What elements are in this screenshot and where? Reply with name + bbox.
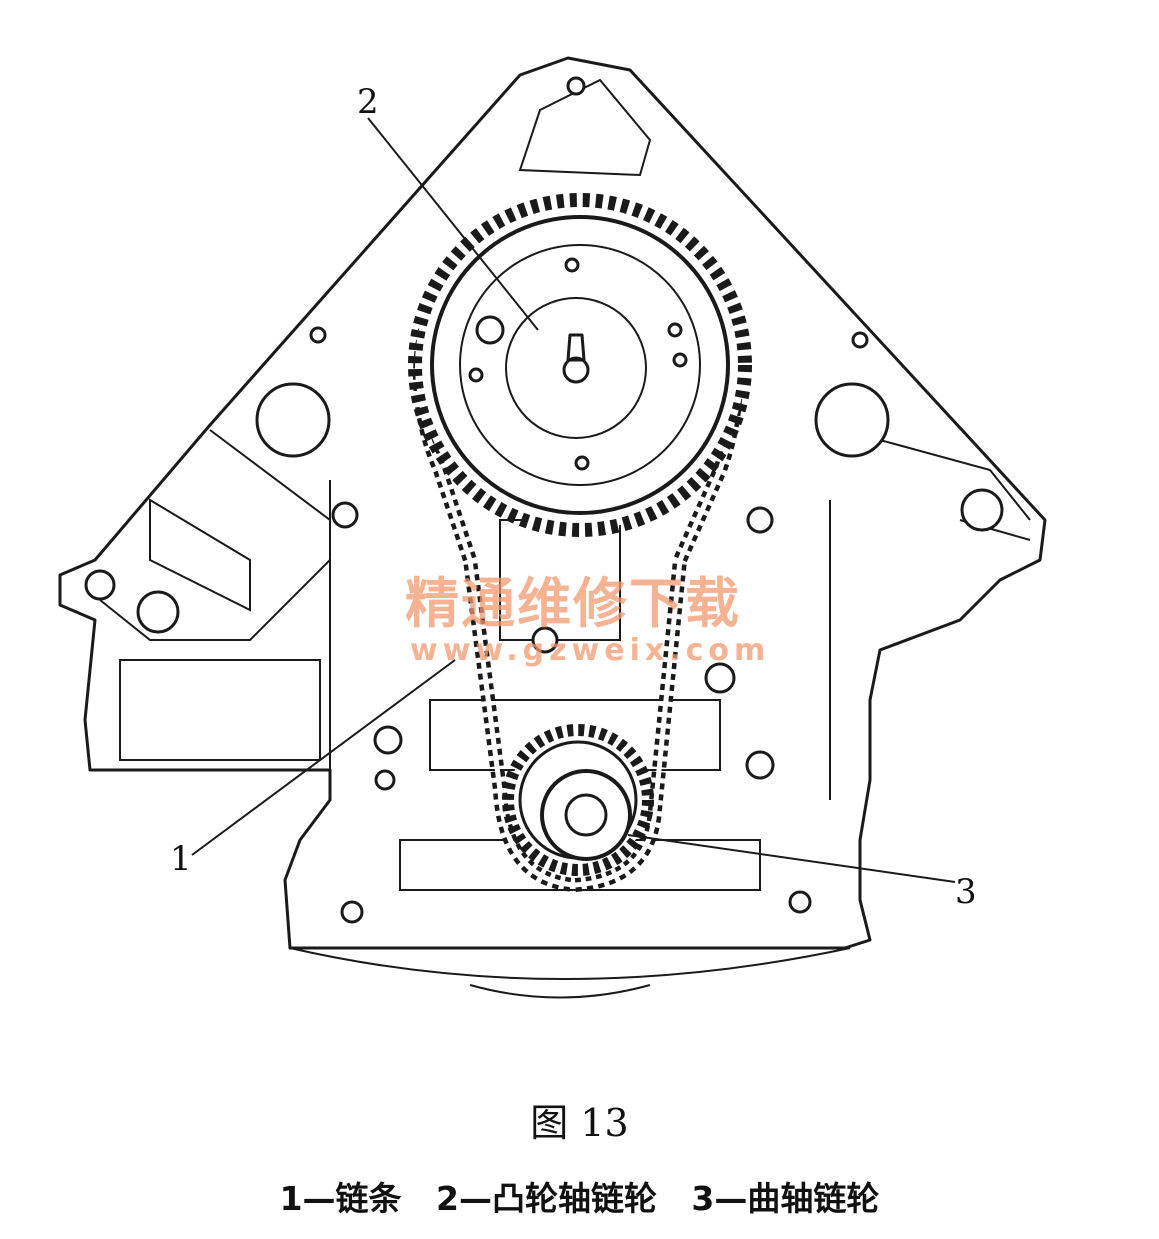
engine-block xyxy=(58,56,1047,999)
callout-1: 1 xyxy=(170,839,192,879)
camshaft-sprocket xyxy=(408,193,752,537)
figure-legend: 1—链条 2—凸轮轴链轮 3—曲轴链轮 xyxy=(279,1179,880,1218)
bolt-holes xyxy=(84,76,1004,924)
crankshaft-sprocket xyxy=(502,724,654,876)
callout-2: 2 xyxy=(357,82,379,122)
leader-lines xyxy=(191,117,956,883)
watermark-text: 精通维修下载 xyxy=(405,572,741,635)
watermark-url: www.gzweix.com xyxy=(410,633,770,668)
callout-3: 3 xyxy=(955,872,977,912)
figure-title: 图 13 xyxy=(530,1101,629,1145)
